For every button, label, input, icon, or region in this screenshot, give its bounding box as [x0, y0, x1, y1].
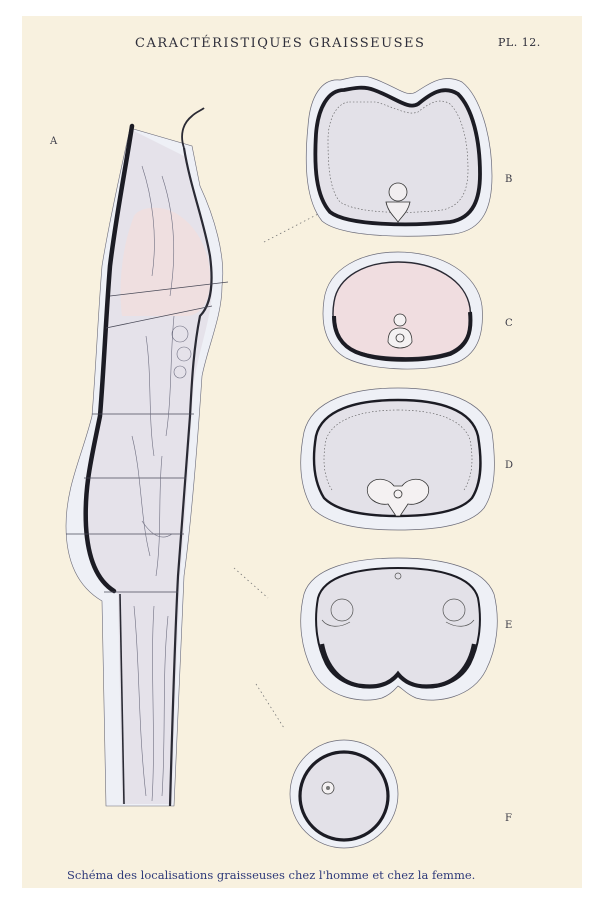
figure-d-cross-section [301, 388, 495, 530]
figure-a-sagittal-section [66, 108, 228, 806]
figure-c-cross-section [323, 252, 482, 369]
plate-page: CARACTÉRISTIQUES GRAISSEUSES PL. 12. A B… [22, 16, 582, 888]
plate-caption: Schéma des localisations graisseuses che… [67, 868, 475, 882]
figure-a-neck [182, 108, 204, 148]
figure-e-cross-section [301, 558, 498, 700]
figure-f-cross-section [290, 740, 398, 848]
figure-b-cross-section [306, 76, 492, 236]
anatomical-plate-illustration [22, 16, 582, 888]
